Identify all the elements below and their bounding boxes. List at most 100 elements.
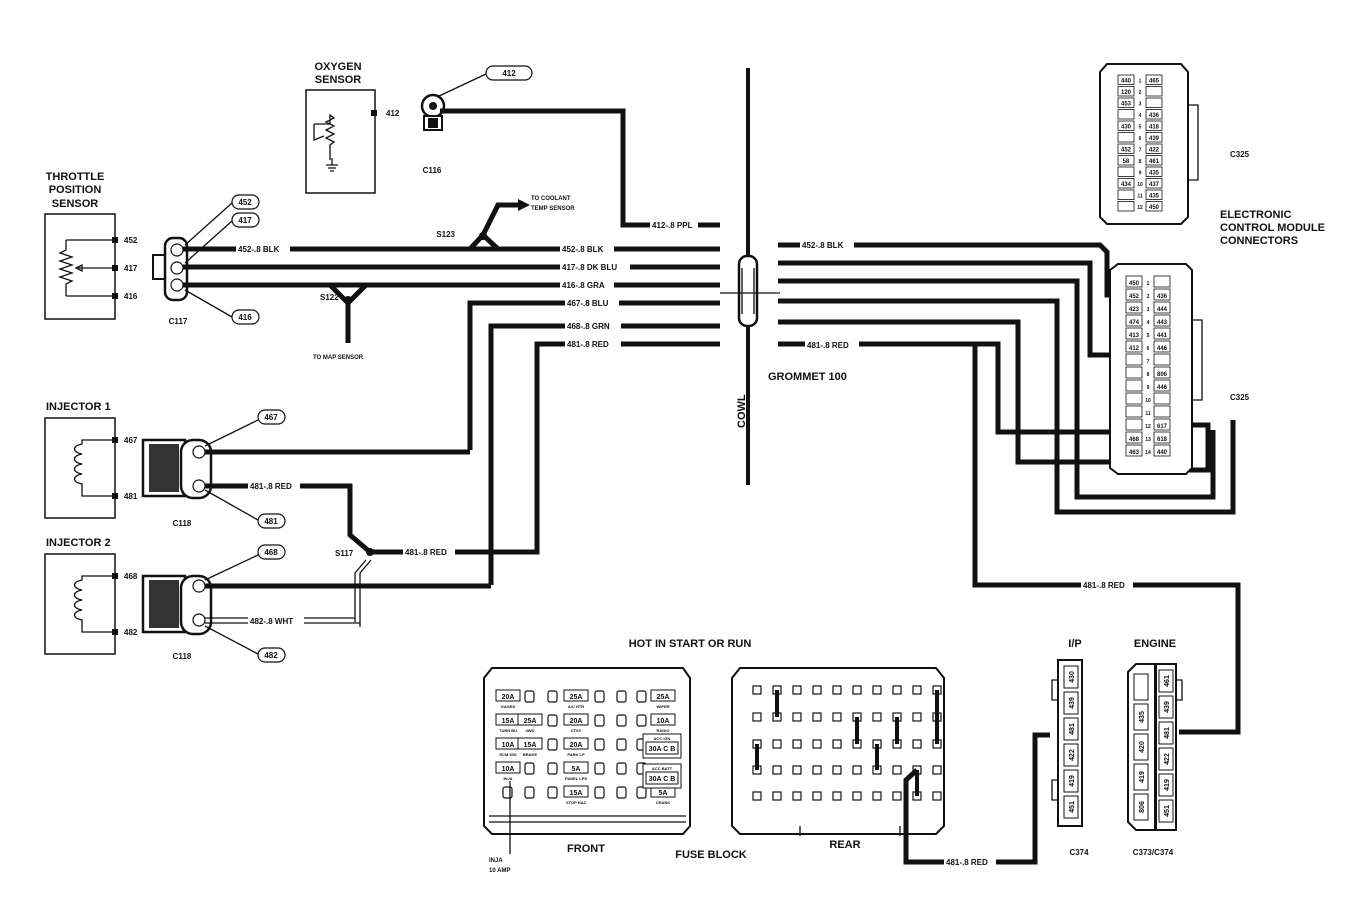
ecm-connectors: ELECTRONIC CONTROL MODULE CONNECTORS C32…	[1099, 63, 1325, 475]
c325-mid-cell	[1153, 418, 1171, 431]
rear-terminal	[832, 739, 842, 749]
fuse	[650, 713, 676, 726]
cb-main: 30A C B	[649, 746, 676, 753]
oxygen-sensor-symbol	[314, 113, 338, 172]
ip-cell	[1063, 691, 1079, 715]
rear-terminal	[852, 685, 862, 695]
fuse-amp: 10A	[502, 766, 515, 773]
c117-connector: C117 452 417 416	[152, 194, 260, 326]
c325-mid-cell	[1153, 327, 1171, 340]
c325-mid-left-label: 468	[1129, 437, 1140, 443]
c325-mid-right-label: 617	[1157, 424, 1168, 430]
c325-top-cell	[1117, 189, 1135, 200]
inj2-bubble-468	[257, 544, 286, 560]
c325-mid-cell	[1125, 405, 1143, 418]
c374-label: C374	[1069, 848, 1089, 857]
ip-cell-label: 430	[1069, 671, 1076, 683]
c325-top-num: 12	[1137, 205, 1143, 211]
c325-mid-num: 9	[1147, 385, 1150, 391]
c325-mid-num: 14	[1145, 450, 1151, 456]
svg-text:481: 481	[264, 517, 278, 526]
fuse-slot	[547, 762, 558, 775]
fuse-amp: 20A	[570, 742, 583, 749]
fuse-slot	[616, 738, 627, 751]
svg-text:417: 417	[238, 216, 252, 225]
c325-mid-cell	[1125, 431, 1143, 444]
c325-mid-cell	[1125, 301, 1143, 314]
c118-label-1: C118	[173, 519, 192, 528]
c325-mid-num: 7	[1147, 359, 1150, 365]
wire-452: 452-.8 BLK	[562, 245, 604, 254]
fuse-slot	[636, 714, 647, 727]
c325-top-cell	[1117, 166, 1135, 177]
fuse-slot	[547, 690, 558, 703]
c325-top-num: 10	[1137, 182, 1143, 188]
rear-terminal	[872, 712, 882, 722]
c325-top-cell	[1117, 120, 1135, 131]
ip-cell-label: 451	[1069, 801, 1076, 813]
fuse	[495, 689, 521, 702]
s123-label: S123	[436, 230, 455, 239]
engine-right-cell	[1158, 799, 1174, 823]
fuse	[563, 713, 589, 726]
c325-top-left-label: 440	[1121, 79, 1132, 85]
fuse-amp: 5A	[659, 790, 668, 797]
c325-top-cell	[1117, 132, 1135, 143]
c325-mid-cell	[1125, 327, 1143, 340]
ip-cell	[1063, 795, 1079, 819]
rear-terminal	[772, 765, 782, 775]
fuse-name: TURN BU	[499, 728, 517, 733]
c325-top-cell	[1117, 109, 1135, 120]
c325-mid-label: C325	[1230, 393, 1250, 402]
c325-mid-num: 13	[1145, 437, 1151, 443]
engine-right-label: 451	[1164, 805, 1171, 817]
tps-symbol	[57, 239, 112, 297]
svg-text:417: 417	[124, 264, 138, 273]
cb-main: 30A C B	[649, 776, 676, 783]
ip-cell	[1063, 717, 1079, 741]
fuse-block-label: FUSE BLOCK	[675, 849, 747, 861]
c325-mid-cell	[1153, 353, 1171, 366]
engine-right-label: 419	[1164, 779, 1171, 791]
c325-top-cell	[1145, 201, 1163, 212]
c325-top-cell	[1145, 86, 1163, 97]
wire-467: 467-.8 BLU	[567, 299, 609, 308]
wire-481-s117: 481-.8 RED	[405, 548, 447, 557]
c325-top-cell	[1117, 143, 1135, 154]
c325-top-num: 5	[1139, 125, 1142, 131]
c325-mid-shell	[1109, 263, 1193, 475]
oxygen-sensor-box	[305, 89, 376, 194]
hot-label: HOT IN START OR RUN	[629, 638, 752, 650]
fuse-name: A/C HTR	[568, 704, 584, 709]
inja-amp-label: 10 AMP	[489, 868, 510, 874]
engine-left-cell	[1133, 673, 1149, 701]
c325-mid-right-label: 806	[1157, 372, 1168, 378]
rear-terminal	[792, 739, 802, 749]
rear-terminal	[832, 685, 842, 695]
rear-terminal	[752, 712, 762, 722]
engine-left-label: 420	[1139, 741, 1146, 753]
wire-416: 416-.8 GRA	[562, 281, 605, 290]
right-harness: 452-.8 BLK 481-.8 RED 481-.8 RED	[778, 238, 1241, 735]
c118-label-2: C118	[173, 652, 192, 661]
c325-mid-cell	[1125, 275, 1143, 288]
c325-mid-num: 3	[1147, 307, 1150, 313]
c325-top-right-label: 436	[1149, 113, 1160, 119]
c325-mid-cell	[1153, 340, 1171, 353]
oxygen-sensor-label-2: SENSOR	[315, 74, 362, 86]
c325-mid-cell	[1153, 275, 1171, 288]
c325-mid-right-label: 446	[1157, 346, 1168, 352]
fuse-slot	[636, 786, 647, 799]
c325-mid-right-label: 444	[1157, 307, 1168, 313]
c325-top-cell	[1117, 97, 1135, 108]
rear-terminal	[832, 712, 842, 722]
c325-mid-cell	[1153, 405, 1171, 418]
inja-label: INJA	[489, 858, 503, 864]
c325-mid-num: 2	[1147, 294, 1150, 300]
fuse-amp: 25A	[524, 718, 537, 725]
engine-right-cell	[1158, 669, 1174, 693]
c325-mid-num: 12	[1145, 424, 1151, 430]
